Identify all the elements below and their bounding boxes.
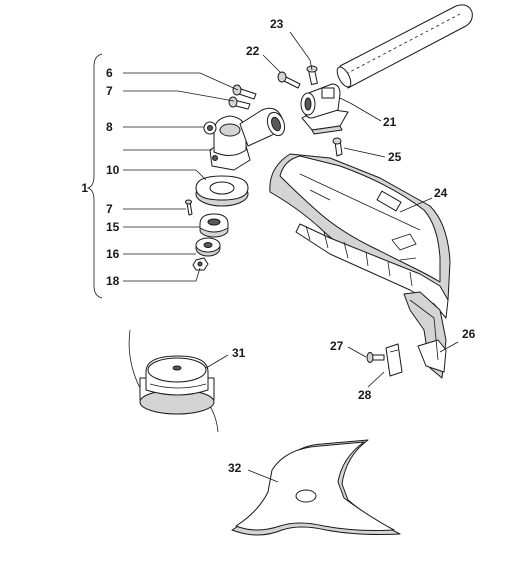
- label-23: 23: [270, 17, 284, 31]
- label-28: 28: [358, 388, 372, 402]
- label-7-lower: 7: [106, 202, 113, 216]
- label-26: 26: [462, 327, 476, 341]
- guard-24: [269, 153, 451, 319]
- label-22: 22: [246, 44, 260, 58]
- label-21: 21: [383, 115, 397, 129]
- screw-25: [332, 137, 343, 157]
- flange-10: [195, 175, 249, 207]
- label-7-upper: 7: [106, 84, 113, 98]
- label-18: 18: [106, 274, 120, 288]
- drive-shaft-tube: [336, 4, 473, 89]
- label-24: 24: [434, 186, 448, 200]
- nut-18: [192, 257, 209, 271]
- leader-lines: [123, 31, 459, 483]
- screw-22: [277, 71, 301, 89]
- screw-23: [306, 65, 318, 85]
- callout-labels: 1 23 22 21 6 7 8 10 7 15 16 18 25 24 26 …: [81, 17, 475, 475]
- screw-27: [366, 352, 385, 363]
- label-16: 16: [106, 247, 120, 261]
- screw-7-upper: [228, 96, 251, 110]
- label-10: 10: [106, 163, 120, 177]
- washer-16: [195, 237, 221, 257]
- trimmer-head-31: [128, 329, 219, 433]
- label-8: 8: [106, 120, 113, 134]
- label-25: 25: [388, 150, 402, 164]
- label-27: 27: [330, 339, 344, 353]
- gear-head: [209, 107, 286, 171]
- label-1: 1: [81, 181, 88, 195]
- label-15: 15: [106, 220, 120, 234]
- blade-32: [231, 439, 401, 536]
- cutter-holder-26: [403, 291, 447, 379]
- line-cutter-28: [385, 343, 403, 377]
- bearing-15: [199, 213, 229, 238]
- label-31: 31: [232, 346, 246, 360]
- screw-6: [232, 84, 257, 100]
- label-32: 32: [228, 461, 242, 475]
- label-6: 6: [106, 66, 113, 80]
- screw-7-lower: [185, 199, 193, 216]
- nut-8: [203, 121, 217, 135]
- assembly-bracket: [86, 53, 103, 299]
- shaft-clamp: [300, 83, 349, 135]
